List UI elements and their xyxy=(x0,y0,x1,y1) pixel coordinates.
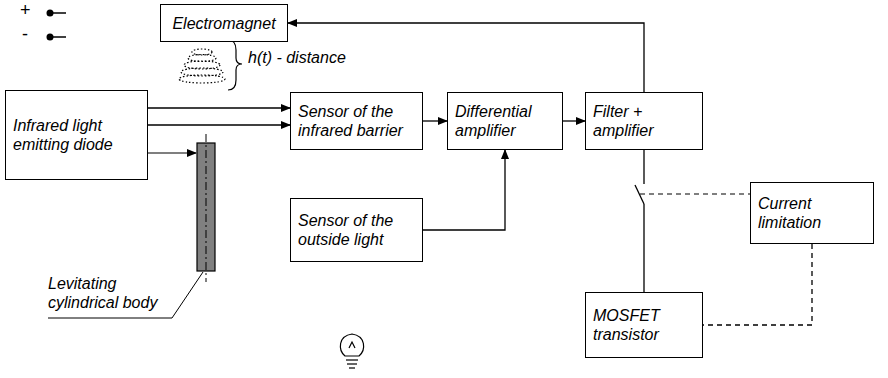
transistor-box: MOSFET transistor xyxy=(585,292,703,358)
connector xyxy=(563,120,585,121)
emitter-box: Infrared light emitting diode xyxy=(5,90,148,180)
box-text: Sensor of the outside light xyxy=(298,211,415,249)
ir-ray xyxy=(146,152,196,153)
connector-line xyxy=(643,204,644,292)
bulb-filament xyxy=(349,342,355,348)
sensor-box: Sensor of the outside light xyxy=(290,198,423,262)
electromagnet-box: Electromagnet xyxy=(160,4,288,42)
sensor-box: Sensor of the infrared barrier xyxy=(290,92,423,150)
connector-line xyxy=(423,150,505,230)
amplifier-box: Differential amplifier xyxy=(447,92,563,150)
limiter-box: Current limitation xyxy=(750,182,874,244)
coil-turn xyxy=(184,61,220,69)
connector-line xyxy=(423,120,447,121)
connector xyxy=(703,244,812,325)
distance-brace xyxy=(228,40,242,90)
connector-line xyxy=(643,150,644,184)
coil-field xyxy=(179,49,225,83)
connector-line xyxy=(563,120,585,121)
connector xyxy=(423,150,505,230)
connector xyxy=(635,150,644,292)
cylinder-axis xyxy=(206,134,207,282)
light-bulb xyxy=(340,334,363,368)
box-text: Electromagnet xyxy=(168,14,280,33)
coil-turn xyxy=(179,75,225,83)
distance-label: h(t) - distance xyxy=(248,48,346,67)
filter-box: Filter + amplifier xyxy=(585,92,703,150)
bulb-base xyxy=(347,363,357,364)
bulb-glass xyxy=(340,334,363,356)
terminal-sign: + xyxy=(20,1,31,20)
connector xyxy=(423,120,447,121)
terminal-wire xyxy=(50,36,66,38)
leader-line xyxy=(48,272,203,318)
connector-line xyxy=(148,124,290,125)
bulb-base xyxy=(346,359,358,360)
part-label: Levitating cylindrical body xyxy=(48,274,176,312)
box-text: Sensor of the infrared barrier xyxy=(298,102,415,140)
coil-turn xyxy=(192,49,212,55)
box-text: Differential amplifier xyxy=(455,102,555,140)
box-text: Filter + amplifier xyxy=(593,102,695,140)
bulb-base xyxy=(349,367,355,368)
connector-line xyxy=(703,244,812,325)
switch-actuator-line xyxy=(640,193,750,194)
connector-line xyxy=(148,107,290,108)
connector xyxy=(148,108,290,125)
box-text: Infrared light emitting diode xyxy=(13,116,140,154)
terminal-wire xyxy=(50,12,66,14)
box-text: MOSFET transistor xyxy=(593,306,695,344)
terminal-sign: - xyxy=(22,25,28,44)
box-text: Current limitation xyxy=(758,194,866,232)
